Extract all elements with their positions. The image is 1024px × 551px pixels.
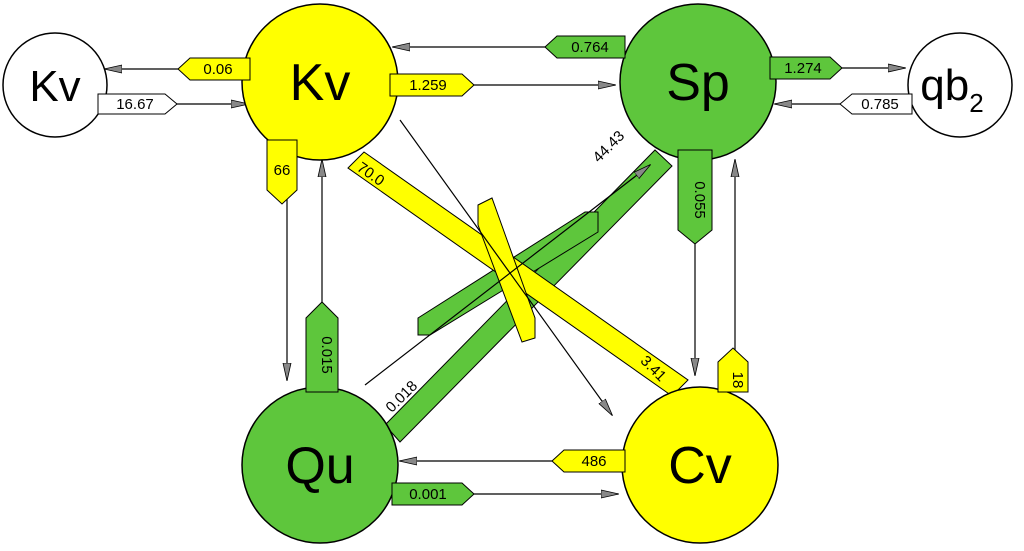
band-green-qu-sp — [384, 149, 673, 443]
node-qb: qb2 — [907, 32, 1013, 138]
tag-cv-up: 18 — [717, 347, 749, 393]
svg-text:16.67: 16.67 — [116, 96, 154, 113]
svg-text:18: 18 — [729, 372, 746, 389]
tag-qu-up: 0.015 — [305, 301, 339, 393]
tag-cv-to-qu: 486 — [551, 449, 626, 473]
node-cv: Cv — [621, 386, 779, 544]
tag-sp-to-qb: 1.274 — [769, 56, 843, 80]
svg-text:66: 66 — [274, 162, 291, 179]
tag-sp-down: 0.055 — [677, 149, 713, 245]
svg-text:44.43: 44.43 — [590, 128, 629, 167]
tag-sp-to-kv: 0.764 — [544, 35, 626, 59]
svg-text:0.055: 0.055 — [691, 181, 708, 219]
node-cv-label: Cv — [668, 437, 732, 495]
tag-qb-to-sp: 0.785 — [839, 93, 913, 115]
node-sp-label: Sp — [666, 54, 730, 112]
tag-kvsmall-to-kv: 16.67 — [97, 93, 178, 115]
node-qu-label: Qu — [285, 437, 354, 495]
node-kv-small-label: Kv — [29, 62, 80, 111]
tag-sp-diag: 44.43 — [590, 128, 629, 167]
svg-text:1.274: 1.274 — [784, 60, 822, 77]
tag-qu-to-cv: 0.001 — [391, 482, 475, 506]
band-yellow-kv-cv — [347, 151, 689, 397]
node-qu: Qu — [241, 386, 399, 544]
svg-text:0.764: 0.764 — [571, 39, 609, 56]
node-kv-small: Kv — [2, 32, 108, 138]
node-sp: Sp — [619, 3, 777, 161]
svg-text:0.785: 0.785 — [861, 96, 899, 113]
svg-text:0.015: 0.015 — [318, 336, 335, 374]
tag-kv-to-kvsmall: 0.06 — [177, 57, 251, 81]
svg-text:1.259: 1.259 — [409, 77, 447, 94]
node-kv-label: Kv — [290, 54, 351, 112]
tag-kv-down: 66 — [266, 139, 298, 205]
svg-text:0.06: 0.06 — [203, 61, 232, 78]
tag-kv-to-sp: 1.259 — [389, 73, 475, 97]
node-kv: Kv — [241, 3, 399, 161]
svg-text:0.001: 0.001 — [409, 486, 447, 503]
node-qb-label: qb2 — [920, 61, 983, 118]
svg-text:486: 486 — [581, 453, 606, 470]
